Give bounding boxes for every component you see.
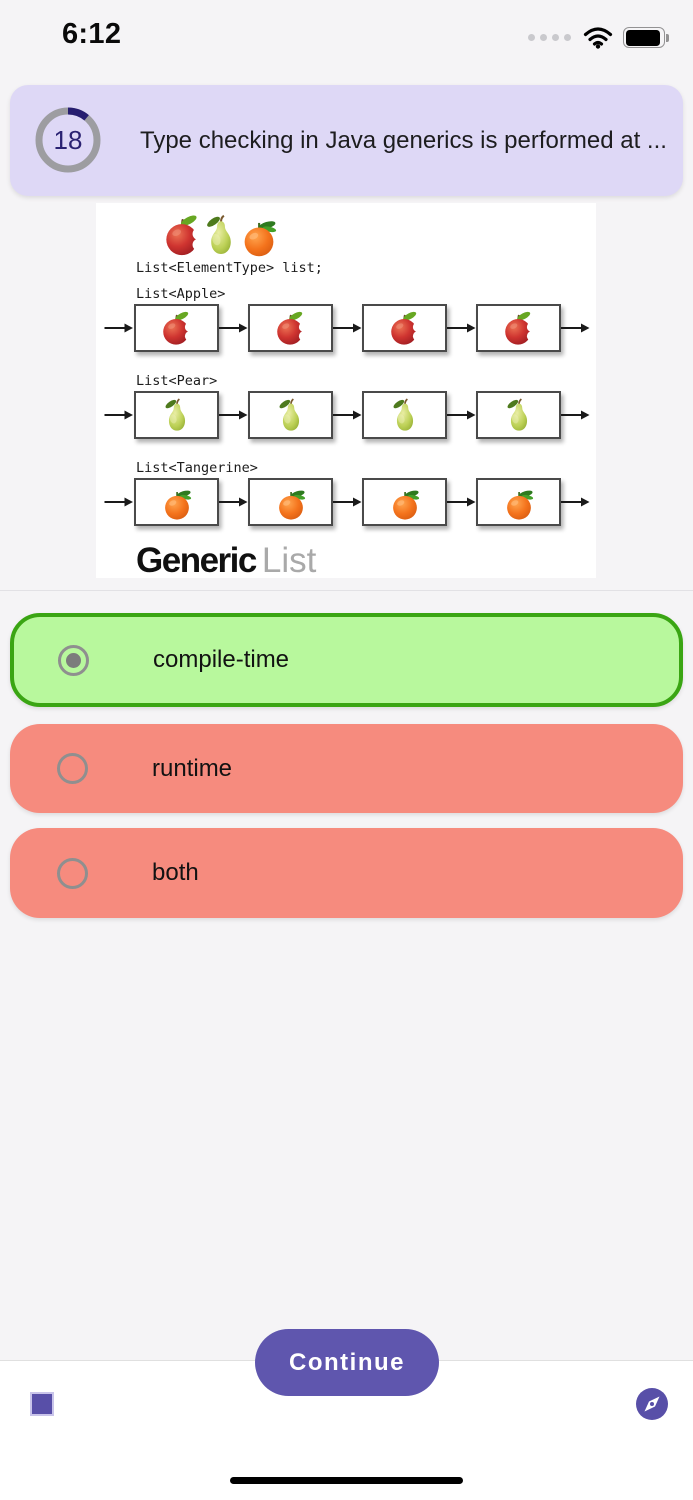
stop-square-icon[interactable] bbox=[30, 1392, 54, 1416]
pear-list-row bbox=[104, 391, 596, 439]
pear-icon bbox=[158, 396, 196, 434]
arrow-icon bbox=[219, 478, 248, 526]
list-node bbox=[134, 391, 219, 439]
arrow-icon bbox=[219, 391, 248, 439]
arrow-icon bbox=[104, 478, 134, 526]
list-node bbox=[362, 304, 447, 352]
tangerine-icon bbox=[236, 212, 282, 258]
list-node bbox=[248, 304, 333, 352]
pear-icon bbox=[272, 396, 310, 434]
list-node bbox=[134, 478, 219, 526]
radio-button[interactable] bbox=[57, 753, 88, 784]
arrow-icon bbox=[447, 304, 476, 352]
apple-icon bbox=[272, 309, 310, 347]
list-pear-label: List<Pear> bbox=[136, 373, 218, 389]
fruit-trio bbox=[160, 212, 596, 258]
battery-icon bbox=[623, 27, 669, 48]
home-indicator[interactable] bbox=[230, 1477, 463, 1484]
arrow-icon bbox=[561, 304, 590, 352]
arrow-icon bbox=[219, 304, 248, 352]
option-label: compile-time bbox=[153, 646, 290, 673]
apple-icon bbox=[500, 309, 538, 347]
list-node bbox=[476, 391, 561, 439]
option-both[interactable]: both bbox=[10, 828, 683, 918]
apple-icon bbox=[158, 309, 196, 347]
list-node bbox=[134, 304, 219, 352]
wifi-icon bbox=[583, 27, 613, 49]
arrow-icon bbox=[333, 304, 362, 352]
question-card: 18 Type checking in Java generics is per… bbox=[10, 85, 683, 196]
apple-icon bbox=[386, 309, 424, 347]
status-bar: 6:12 bbox=[0, 0, 693, 60]
list-node bbox=[476, 304, 561, 352]
radio-button[interactable] bbox=[58, 644, 89, 676]
continue-button[interactable]: Continue bbox=[255, 1329, 439, 1396]
arrow-icon bbox=[561, 391, 590, 439]
option-compile-time[interactable]: compile-time bbox=[10, 613, 683, 707]
caption-list: List bbox=[261, 541, 317, 578]
question-text: Type checking in Java generics is perfor… bbox=[140, 126, 667, 154]
list-apple-label: List<Apple> bbox=[136, 286, 226, 302]
list-node bbox=[362, 478, 447, 526]
apple-list-row bbox=[104, 304, 596, 352]
cellular-dots-icon bbox=[528, 34, 571, 41]
caption-generic: Generic bbox=[136, 541, 257, 578]
arrow-icon bbox=[333, 391, 362, 439]
list-node bbox=[248, 391, 333, 439]
option-label: runtime bbox=[152, 754, 233, 782]
compass-icon[interactable] bbox=[636, 1388, 668, 1420]
divider bbox=[0, 590, 693, 591]
generic-declaration: List<ElementType> list; bbox=[136, 260, 323, 276]
tangerine-icon bbox=[500, 483, 538, 521]
option-label: both bbox=[152, 859, 199, 886]
option-runtime[interactable]: runtime bbox=[10, 724, 683, 813]
arrow-icon bbox=[104, 391, 134, 439]
arrow-icon bbox=[561, 478, 590, 526]
radio-button[interactable] bbox=[57, 857, 88, 889]
arrow-icon bbox=[447, 391, 476, 439]
arrow-icon bbox=[333, 478, 362, 526]
tangerine-icon bbox=[386, 483, 424, 521]
list-node bbox=[476, 478, 561, 526]
pear-icon bbox=[386, 396, 424, 434]
question-image: List<ElementType> list; List<Apple> List… bbox=[96, 203, 596, 578]
tangerine-icon bbox=[272, 483, 310, 521]
tangerine-list-row bbox=[104, 478, 596, 526]
arrow-icon bbox=[104, 304, 134, 352]
arrow-icon bbox=[447, 478, 476, 526]
pear-icon bbox=[500, 396, 538, 434]
list-node bbox=[362, 391, 447, 439]
list-node bbox=[248, 478, 333, 526]
timer-ring: 18 bbox=[35, 107, 101, 173]
tangerine-icon bbox=[158, 483, 196, 521]
timer-seconds: 18 bbox=[53, 124, 83, 155]
list-tangerine-label: List<Tangerine> bbox=[136, 460, 258, 476]
clock: 6:12 bbox=[62, 18, 122, 50]
